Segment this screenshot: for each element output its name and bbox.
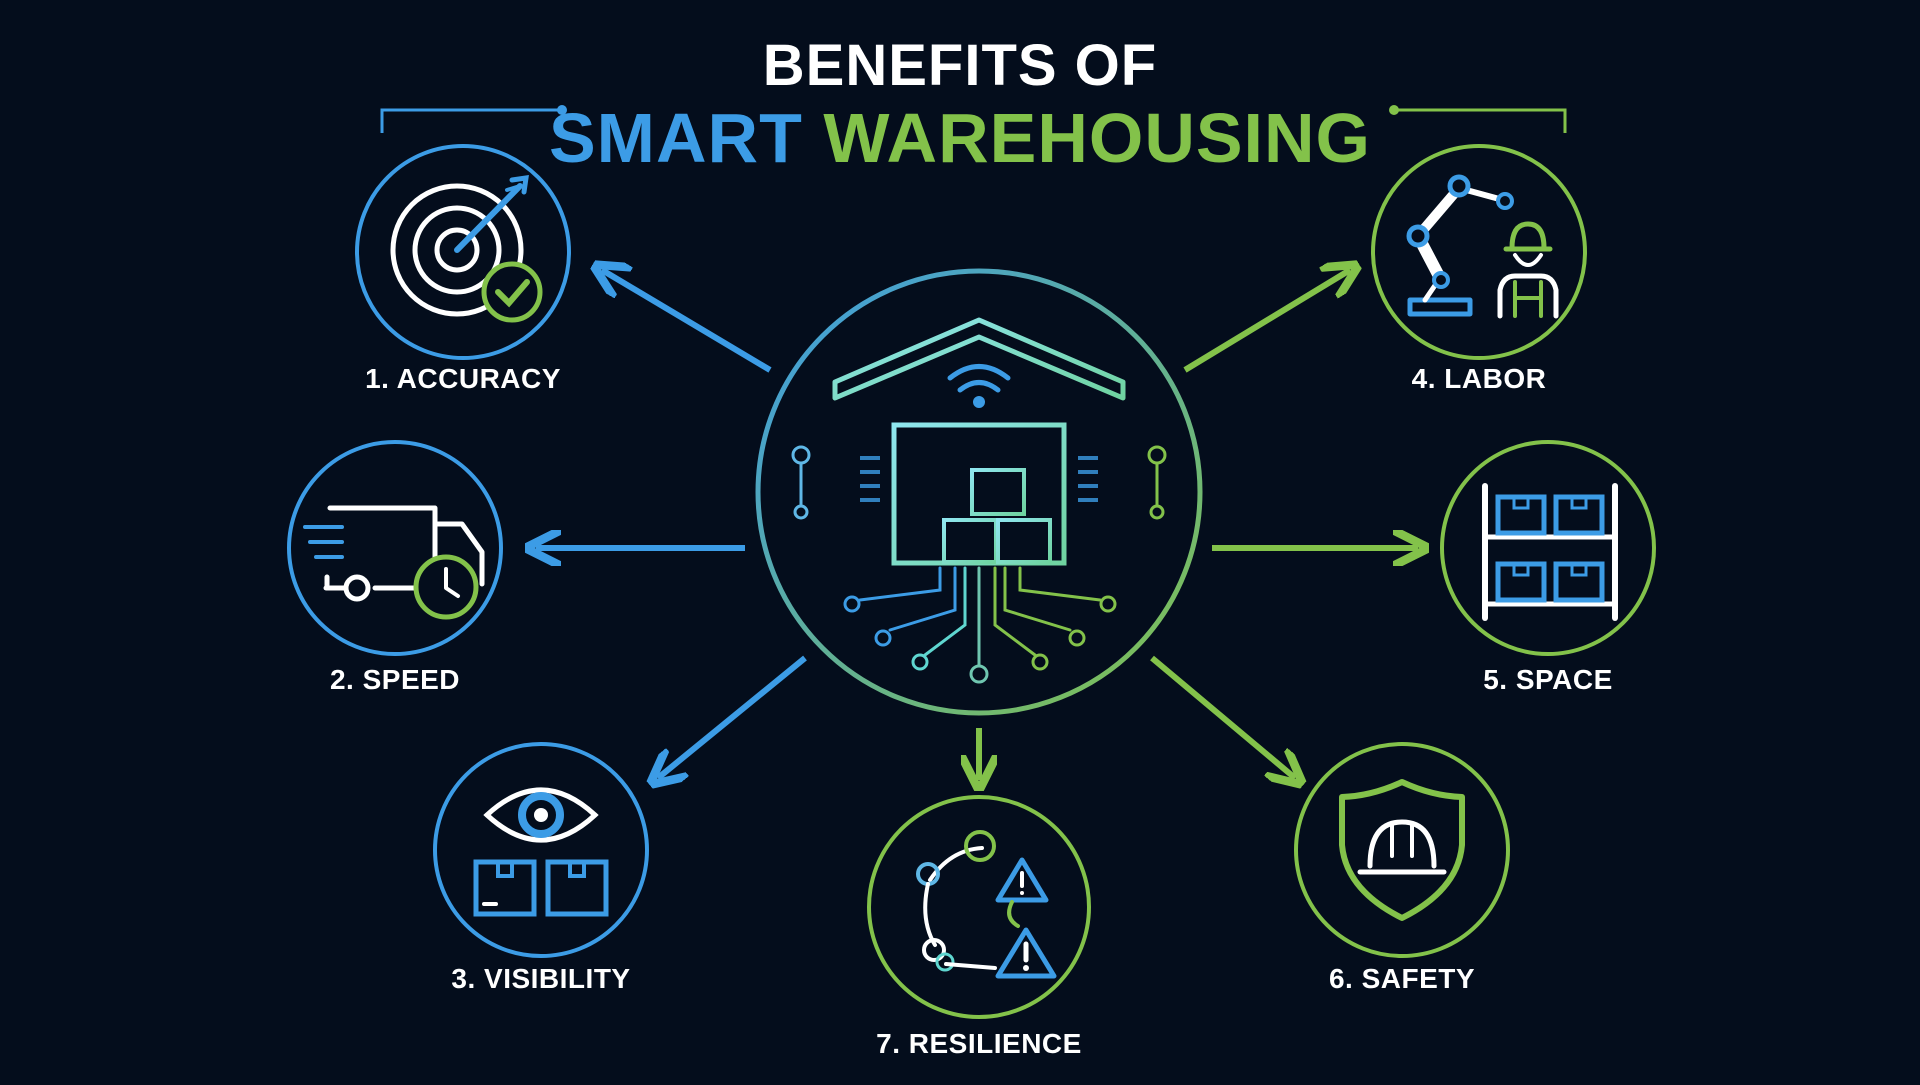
eye-boxes-icon <box>473 787 609 917</box>
labor-node <box>1371 144 1587 360</box>
shield-hardhat-icon <box>1339 779 1465 921</box>
safety-node <box>1294 742 1510 958</box>
smart-warehouse-icon <box>755 268 1203 716</box>
resilience-node <box>867 795 1091 1019</box>
label-speed: 2. SPEED <box>329 664 461 695</box>
cycle-warning-icon <box>916 830 1057 979</box>
label-resilience: 7. RESILIENCE <box>876 1028 1082 1059</box>
label-space: 5. SPACE <box>1483 664 1613 695</box>
title-line-2: SMART WAREHOUSING <box>0 98 1920 178</box>
speed-node <box>287 440 503 656</box>
space-node <box>1440 440 1656 656</box>
arrow-safety <box>1150 655 1295 778</box>
storage-rack-icon <box>1482 483 1618 621</box>
accuracy-node <box>355 144 571 360</box>
robot-arm-worker-icon <box>1406 174 1559 319</box>
arrow-visibility <box>658 655 807 778</box>
delivery-truck-clock-icon <box>303 505 485 620</box>
title-bracket-right <box>1389 105 1567 133</box>
title-word-warehousing: WAREHOUSING <box>823 99 1372 177</box>
label-accuracy: 1. ACCURACY <box>365 363 561 394</box>
arrow-labor <box>1183 270 1350 373</box>
arrow-accuracy <box>602 270 772 373</box>
label-safety: 6. SAFETY <box>1328 963 1476 994</box>
label-labor: 4. LABOR <box>1411 363 1547 394</box>
visibility-node <box>433 742 649 958</box>
target-check-icon <box>390 175 543 323</box>
title-line-1: BENEFITS OF <box>762 33 1158 98</box>
title-bracket-left <box>380 105 567 133</box>
label-visibility: 3. VISIBILITY <box>451 963 631 994</box>
title-word-smart: SMART <box>548 99 803 177</box>
